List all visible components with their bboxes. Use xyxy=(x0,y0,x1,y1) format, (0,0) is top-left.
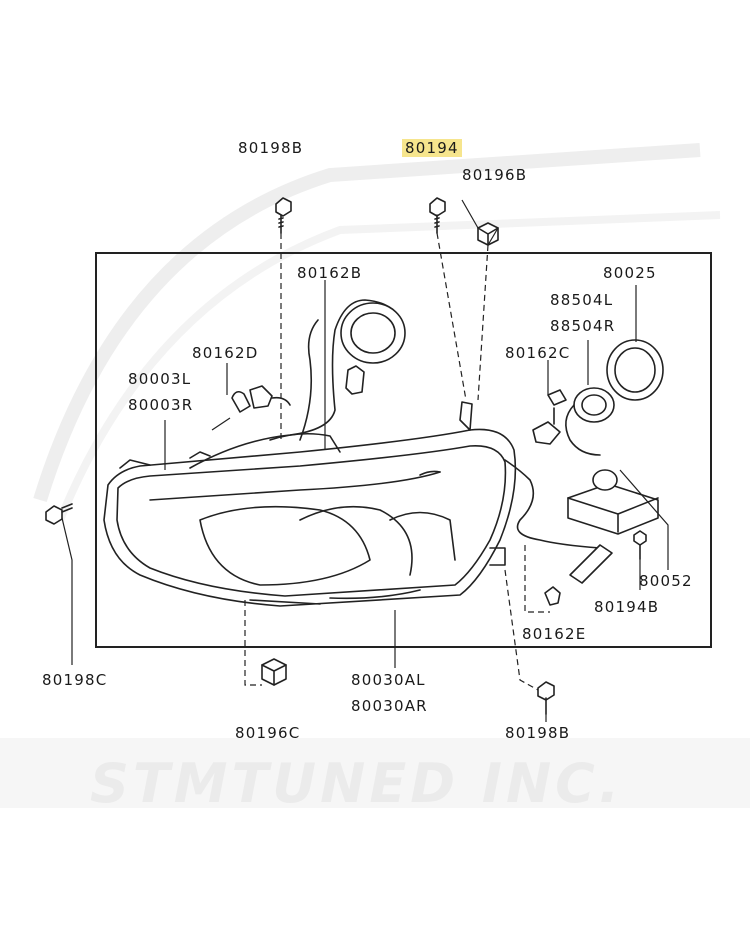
bolt-80194 xyxy=(429,197,446,234)
bolt-80194b xyxy=(633,530,647,560)
label-80003l: 80003L xyxy=(128,370,192,388)
label-80162e: 80162E xyxy=(522,625,587,643)
igniter-88504 xyxy=(565,387,615,456)
label-80194-highlighted: 80194 xyxy=(402,139,462,157)
clip-80196b xyxy=(477,222,499,246)
watermark-text: STMTUNED INC. xyxy=(90,752,624,815)
label-80162c: 80162C xyxy=(505,344,571,362)
label-80025: 80025 xyxy=(603,264,657,282)
cover-80025 xyxy=(606,339,664,401)
leader-lines xyxy=(61,199,669,722)
label-80196c: 80196C xyxy=(235,724,301,742)
label-80198c: 80198C xyxy=(42,671,108,689)
label-80030al: 80030AL xyxy=(351,671,426,689)
label-80198b-bottom: 80198B xyxy=(505,724,571,742)
socket-80162b xyxy=(340,302,406,395)
label-88504l: 88504L xyxy=(550,291,614,309)
label-80198b-top: 80198B xyxy=(238,139,304,157)
watermark-band xyxy=(0,738,750,808)
ballast-80052 xyxy=(567,469,659,584)
label-80194b: 80194B xyxy=(594,598,660,616)
assembly-frame xyxy=(95,252,712,648)
bolt-80198b-bottom xyxy=(537,681,555,715)
label-80196b: 80196B xyxy=(462,166,528,184)
label-80030ar: 80030AR xyxy=(351,697,428,715)
label-80003r: 80003R xyxy=(128,396,194,414)
bolt-80198c xyxy=(45,503,73,525)
label-80162d: 80162D xyxy=(192,344,259,362)
bulb-80162e xyxy=(544,586,561,606)
label-80052: 80052 xyxy=(639,572,693,590)
bulb-80162c xyxy=(532,389,567,445)
label-80162b: 80162B xyxy=(297,264,363,282)
bolt-80198b-top xyxy=(275,197,292,234)
wiring-harness xyxy=(189,299,601,549)
clip-80196c xyxy=(261,658,287,686)
headlamp-housing xyxy=(103,401,517,607)
label-88504r: 88504R xyxy=(550,317,616,335)
bulb-80162d xyxy=(231,385,291,413)
